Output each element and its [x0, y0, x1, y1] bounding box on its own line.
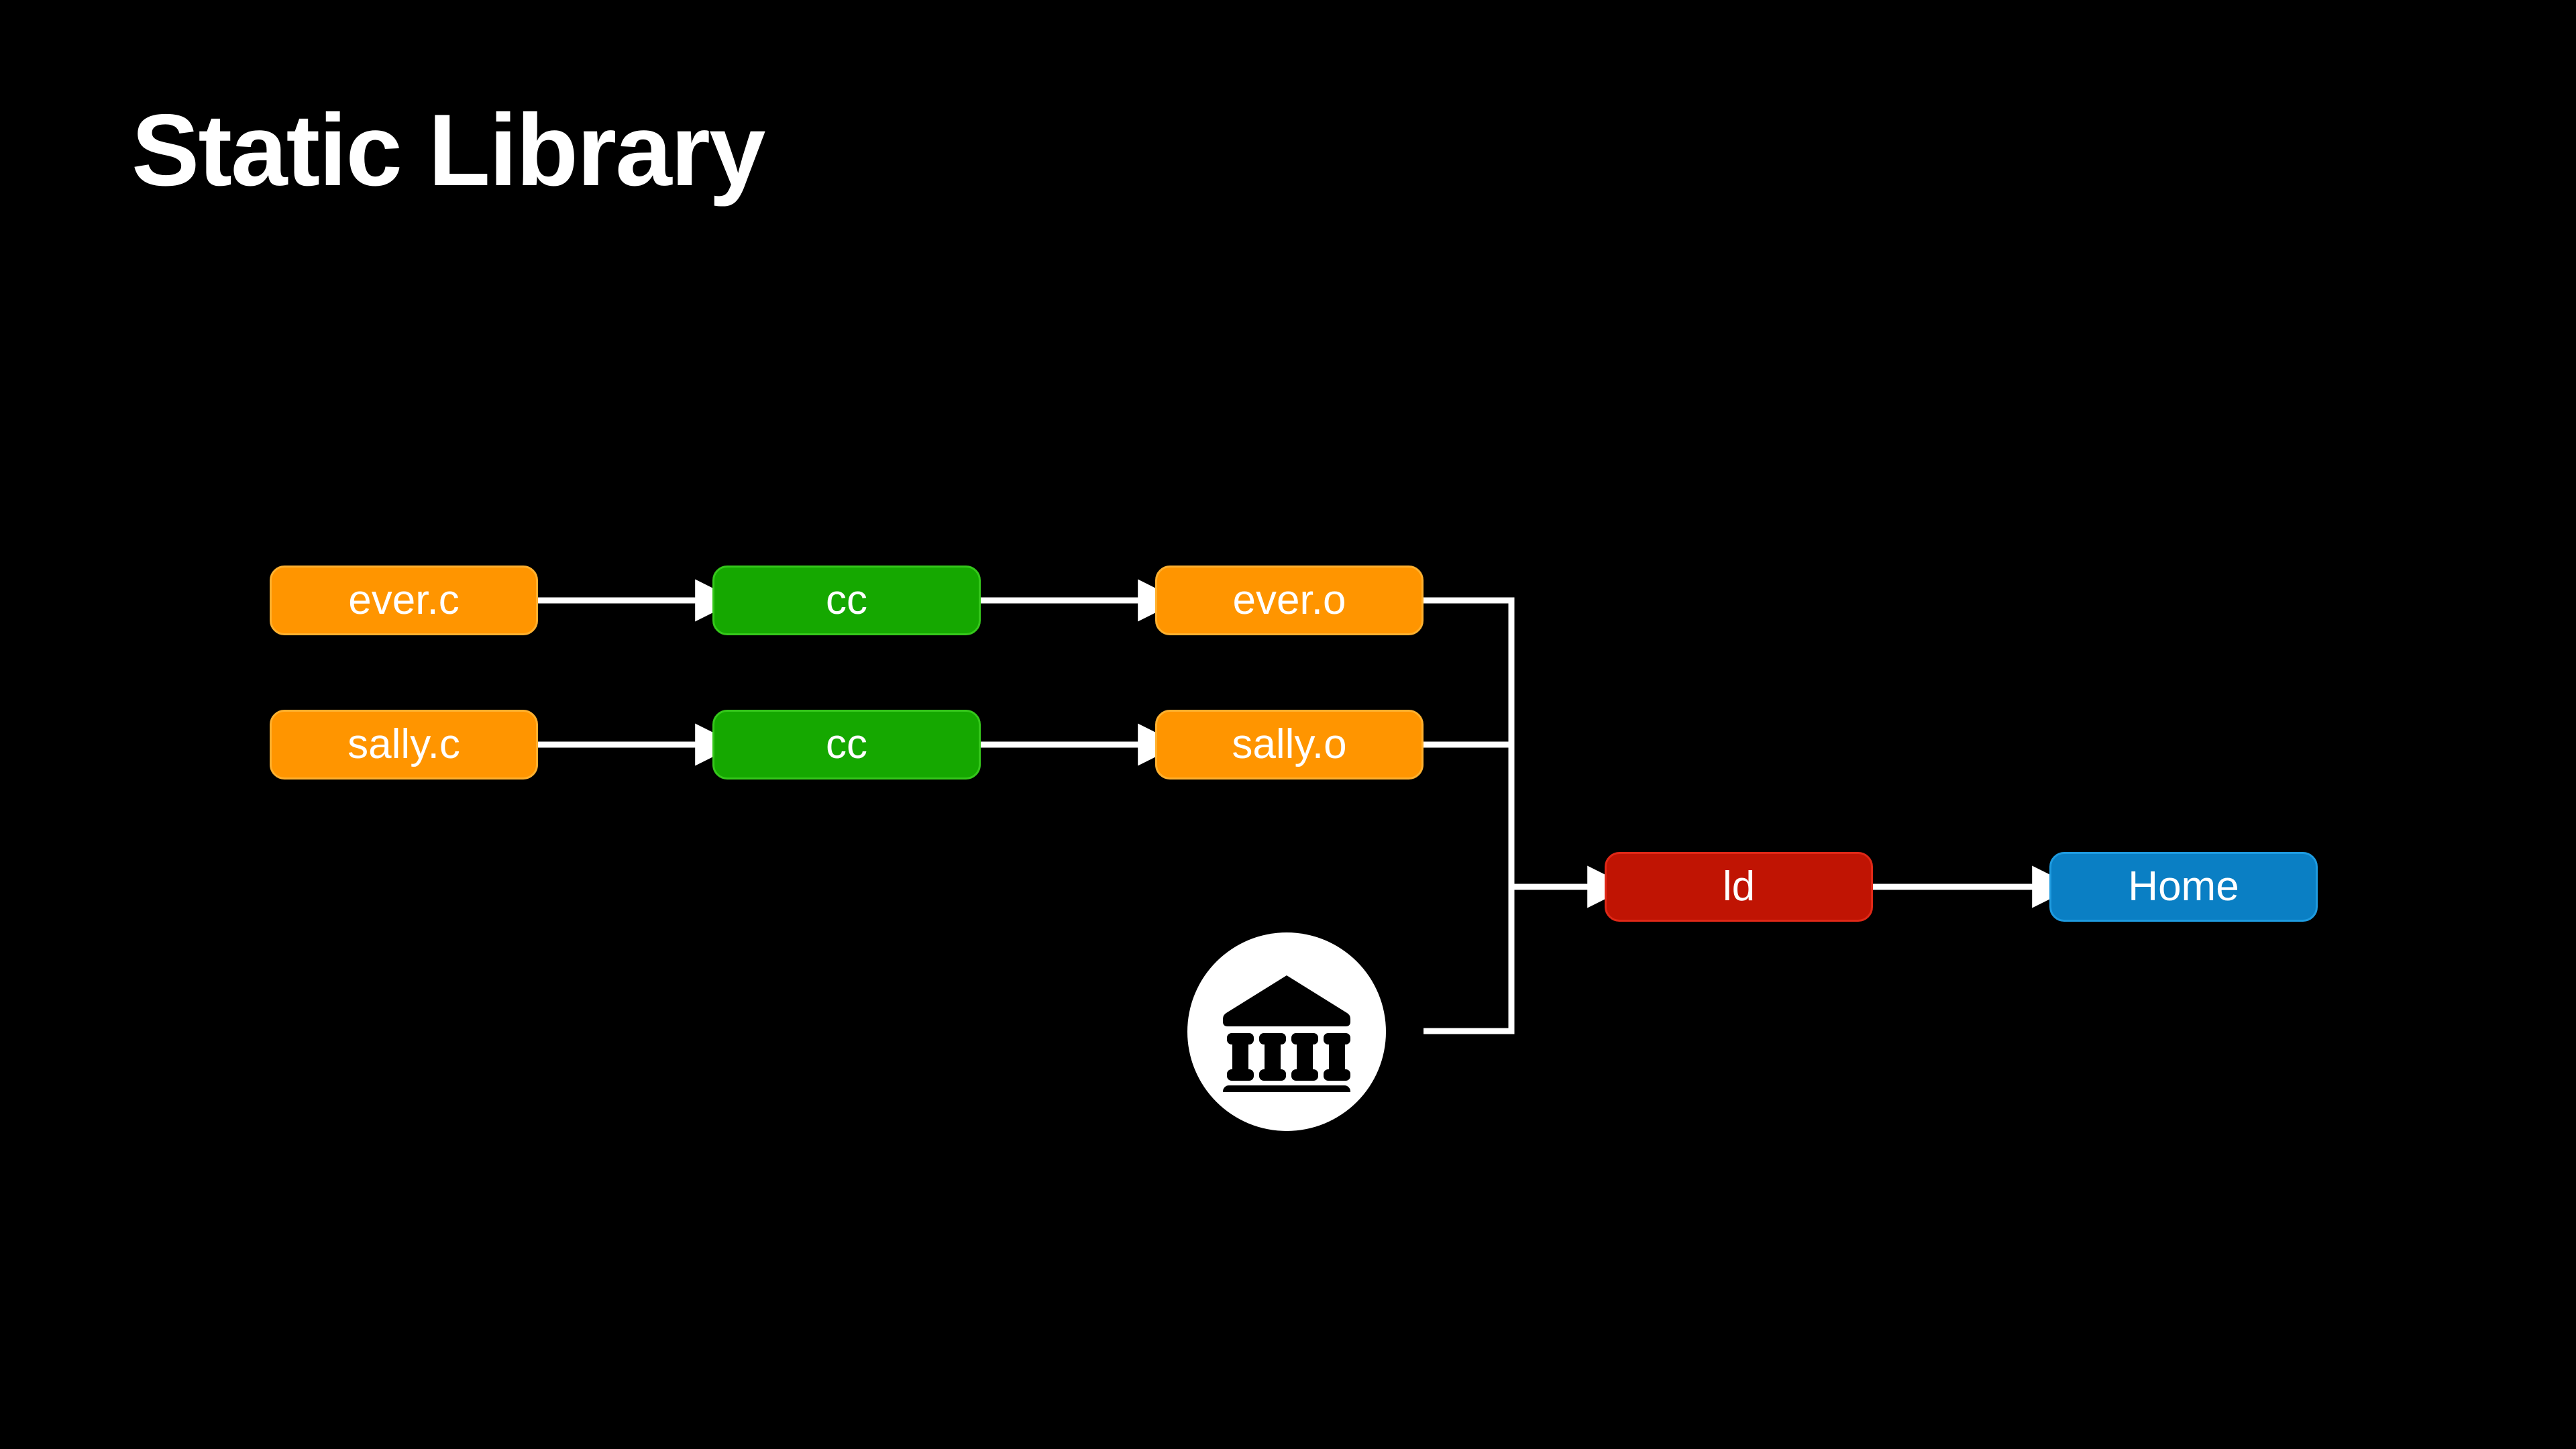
node-home[interactable]: Home: [2049, 852, 2318, 922]
bank-library-glyph: [1223, 975, 1350, 1092]
edge-ever-o-to-bus: [1424, 597, 1515, 880]
node-label: sally.c: [347, 721, 460, 767]
node-cc-2[interactable]: cc: [712, 710, 981, 780]
node-label: Home: [2128, 863, 2239, 910]
node-label: cc: [826, 577, 867, 623]
node-label: ever.o: [1232, 577, 1346, 623]
bank-library-icon[interactable]: [1187, 932, 1386, 1131]
node-sally-c[interactable]: sally.c: [270, 710, 538, 780]
node-label: sally.o: [1232, 721, 1347, 767]
node-label: cc: [826, 721, 867, 767]
node-label: ld: [1722, 863, 1756, 910]
edge-library-to-bus: [1424, 880, 1515, 1034]
node-ld[interactable]: ld: [1605, 852, 1873, 922]
node-cc-1[interactable]: cc: [712, 566, 981, 635]
node-label: ever.c: [348, 577, 460, 623]
page-title: Static Library: [131, 93, 765, 207]
node-ever-c[interactable]: ever.c: [270, 566, 538, 635]
node-ever-o[interactable]: ever.o: [1155, 566, 1424, 635]
node-sally-o[interactable]: sally.o: [1155, 710, 1424, 780]
